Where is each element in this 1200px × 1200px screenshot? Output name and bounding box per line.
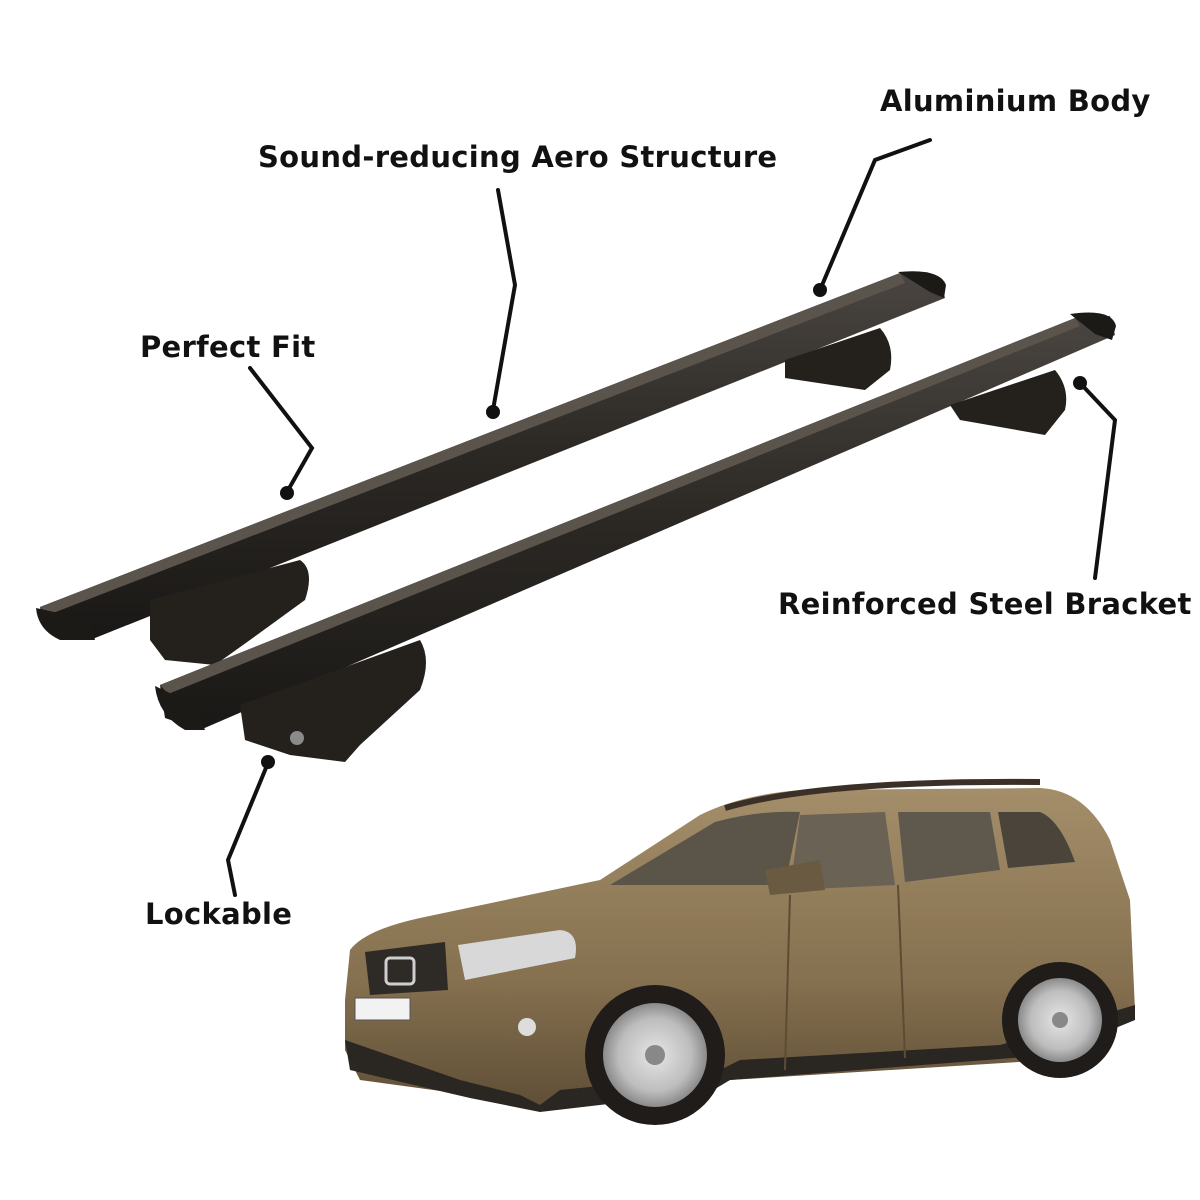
rear-wheel — [1002, 962, 1118, 1078]
callout-lockable: Lockable — [145, 897, 293, 931]
rear-left-foot — [150, 560, 309, 665]
license-plate — [354, 997, 411, 1021]
front-right-foot — [950, 370, 1067, 435]
callout-steel-bracket: Reinforced Steel Bracket — [778, 587, 1192, 621]
callout-aero-structure: Sound-reducing Aero Structure — [258, 140, 778, 174]
rear-crossbar — [36, 271, 946, 665]
front-wheel — [585, 985, 725, 1125]
rear-right-foot — [785, 328, 892, 390]
callout-dots — [261, 283, 1087, 769]
suv-car — [345, 778, 1135, 1125]
front-left-foot — [240, 640, 426, 762]
front-crossbar — [155, 312, 1116, 762]
callout-aluminium-body: Aluminium Body — [880, 84, 1151, 118]
car-logo-icon — [384, 956, 416, 986]
callout-perfect-fit: Perfect Fit — [140, 330, 316, 364]
lock-cylinder-icon — [290, 731, 304, 745]
callout-leaders — [225, 138, 1118, 897]
